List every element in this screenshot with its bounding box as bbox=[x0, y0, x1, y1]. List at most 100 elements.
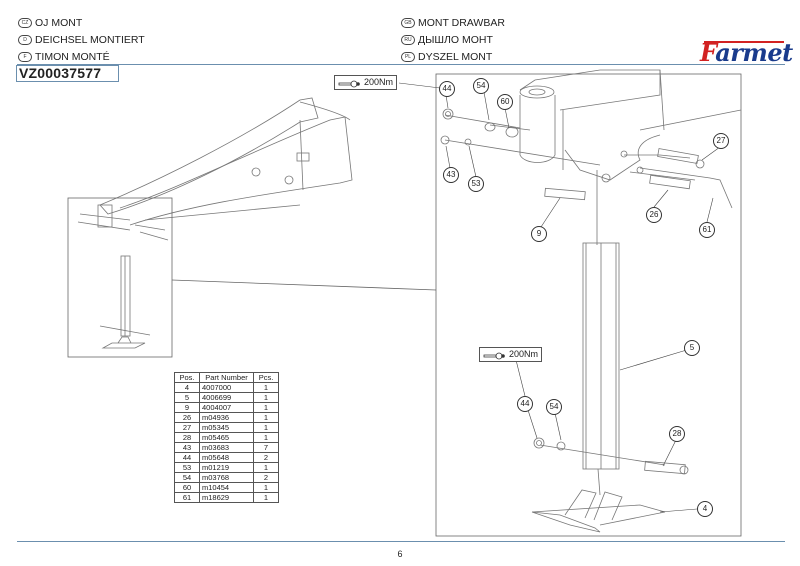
cell-part-number: m01219 bbox=[199, 462, 254, 473]
cell-part-number: 4004007 bbox=[199, 402, 254, 413]
leader-lines bbox=[398, 82, 721, 513]
header-pos: Pos. bbox=[174, 372, 200, 383]
cell-pcs: 1 bbox=[253, 392, 279, 403]
cell-part-number: m04936 bbox=[199, 412, 254, 423]
cell-part-number: m03768 bbox=[199, 472, 254, 483]
callout-4: 4 bbox=[697, 501, 713, 517]
torque-label-bottom: 200Nm bbox=[479, 347, 543, 362]
callout-9: 9 bbox=[531, 226, 547, 242]
overview-jack bbox=[77, 204, 169, 349]
cell-pos: 61 bbox=[174, 492, 200, 503]
callout-60: 60 bbox=[497, 94, 513, 110]
language-flag-icon: D bbox=[18, 35, 32, 45]
cell-part-number: m05345 bbox=[199, 422, 254, 433]
title-text: TIMON MONTÉ bbox=[35, 51, 110, 63]
title-ru: RU ДЫШЛО МОНТ bbox=[401, 34, 493, 46]
detail-pins bbox=[440, 108, 733, 245]
callout-44: 44 bbox=[439, 81, 455, 97]
cell-pos: 5 bbox=[174, 392, 200, 403]
assembly-code: VZ00037577 bbox=[16, 65, 119, 82]
callout-43: 43 bbox=[443, 167, 459, 183]
cell-pcs: 1 bbox=[253, 382, 279, 393]
title-f: F TIMON MONTÉ bbox=[18, 51, 110, 63]
callout-44: 44 bbox=[517, 396, 533, 412]
callout-27: 27 bbox=[713, 133, 729, 149]
cell-pos: 28 bbox=[174, 432, 200, 443]
callout-28: 28 bbox=[669, 426, 685, 442]
language-flag-icon: RU bbox=[401, 35, 415, 45]
title-pl: PL DYSZEL MONT bbox=[401, 51, 492, 63]
overview-inset-box bbox=[67, 197, 173, 358]
title-text: MONT DRAWBAR bbox=[418, 17, 505, 29]
language-flag-icon: CZ bbox=[18, 18, 32, 28]
cell-pos: 43 bbox=[174, 442, 200, 453]
overview-drawbar bbox=[99, 97, 353, 226]
cell-pcs: 2 bbox=[253, 452, 279, 463]
language-flag-icon: GB bbox=[401, 18, 415, 28]
cell-part-number: m18629 bbox=[199, 492, 254, 503]
title-text: DYSZEL MONT bbox=[418, 51, 493, 63]
footer-divider bbox=[17, 541, 785, 542]
callout-54: 54 bbox=[546, 399, 562, 415]
callout-26: 26 bbox=[646, 207, 662, 223]
cell-pcs: 2 bbox=[253, 472, 279, 483]
title-cz: CZ OJ MONT bbox=[18, 17, 82, 29]
logo-bar bbox=[704, 41, 784, 43]
language-flag-icon: PL bbox=[401, 52, 415, 62]
cell-pcs: 1 bbox=[253, 462, 279, 473]
cell-pcs: 1 bbox=[253, 432, 279, 443]
cell-part-number: 4007000 bbox=[199, 382, 254, 393]
cell-pcs: 1 bbox=[253, 482, 279, 493]
title-text: DEICHSEL MONTIERT bbox=[35, 34, 145, 46]
cell-pos: 44 bbox=[174, 452, 200, 463]
cell-part-number: m03683 bbox=[199, 442, 254, 453]
table-header-row: Pos. Part Number Pcs. bbox=[174, 372, 279, 383]
cell-pcs: 1 bbox=[253, 402, 279, 413]
torque-wrench-icon bbox=[483, 351, 505, 359]
language-flag-icon: F bbox=[18, 52, 32, 62]
torque-value: 200Nm bbox=[509, 349, 539, 359]
callout-53: 53 bbox=[468, 176, 484, 192]
cell-pos: 54 bbox=[174, 472, 200, 483]
torque-wrench-icon bbox=[338, 79, 360, 87]
title-gb: GB MONT DRAWBAR bbox=[401, 17, 505, 29]
title-d: D DEICHSEL MONTIERT bbox=[18, 34, 145, 46]
header-pcs: Pcs. bbox=[253, 372, 279, 383]
header-part-number: Part Number bbox=[199, 372, 254, 383]
cell-pos: 27 bbox=[174, 422, 200, 433]
page-number: 6 bbox=[397, 549, 403, 559]
torque-label-top: 200Nm bbox=[334, 75, 398, 90]
cell-part-number: m05648 bbox=[199, 452, 254, 463]
cell-pos: 60 bbox=[174, 482, 200, 493]
title-text: OJ MONT bbox=[35, 17, 83, 29]
cell-pos: 53 bbox=[174, 462, 200, 473]
detail-jack-leg bbox=[531, 242, 689, 533]
torque-value: 200Nm bbox=[364, 77, 394, 87]
cell-pos: 26 bbox=[174, 412, 200, 423]
cell-part-number: m05465 bbox=[199, 432, 254, 443]
cell-pos: 9 bbox=[174, 402, 200, 413]
title-text: ДЫШЛО МОНТ bbox=[418, 34, 493, 46]
callout-54: 54 bbox=[473, 78, 489, 94]
cell-pcs: 7 bbox=[253, 442, 279, 453]
farmet-logo: Farmet bbox=[700, 38, 793, 67]
cell-pcs: 1 bbox=[253, 412, 279, 423]
cell-pcs: 1 bbox=[253, 422, 279, 433]
callout-5: 5 bbox=[684, 340, 700, 356]
cell-part-number: m10454 bbox=[199, 482, 254, 493]
header-divider bbox=[17, 64, 785, 65]
